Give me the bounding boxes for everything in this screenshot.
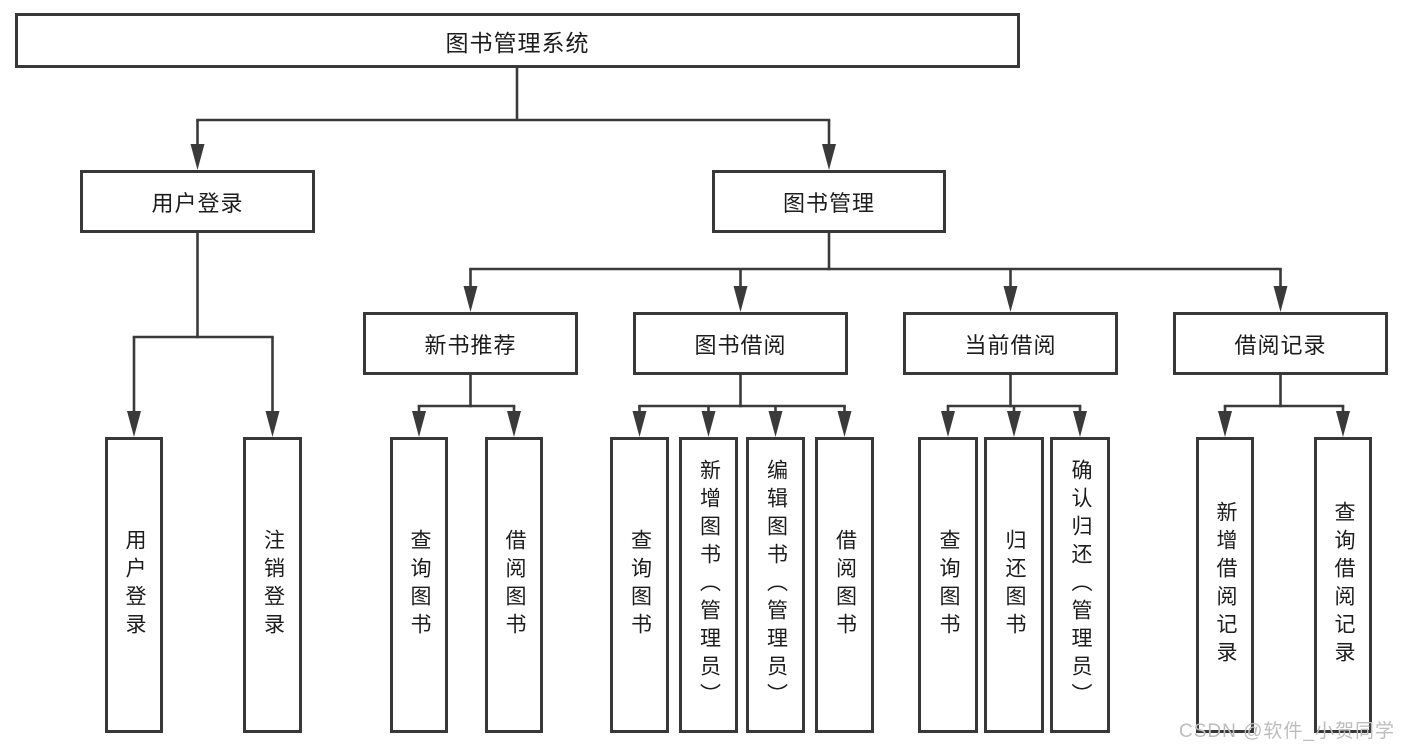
leaf-borrow-query: 查询图书: [610, 437, 669, 733]
leaf-current-confirm-label: 确认归还（管理员）: [1069, 459, 1093, 711]
node-current-borrow-label: 当前借阅: [964, 332, 1057, 358]
leaf-borrow-edit: 编辑图书（管理员）: [746, 437, 805, 733]
leaf-current-confirm: 确认归还（管理员）: [1050, 437, 1110, 733]
leaf-current-return: 归还图书: [984, 437, 1044, 733]
node-user-login: 用户登录: [80, 170, 315, 233]
leaf-newbook-query-label: 查询图书: [408, 529, 432, 641]
leaf-record-add-label: 新增借阅记录: [1214, 501, 1238, 669]
node-book-mgmt-label: 图书管理: [782, 190, 875, 216]
leaf-newbook-query: 查询图书: [390, 437, 448, 733]
leaf-logout: 注销登录: [243, 437, 302, 733]
leaf-current-query-label: 查询图书: [937, 529, 961, 641]
node-borrow-record-label: 借阅记录: [1234, 332, 1327, 358]
leaf-borrow-query-label: 查询图书: [628, 529, 652, 641]
leaf-record-query-label: 查询借阅记录: [1332, 501, 1356, 669]
node-book-borrow: 图书借阅: [633, 312, 848, 375]
node-user-login-label: 用户登录: [151, 190, 244, 216]
csdn-watermark: CSDN @软件_小贺同学: [1179, 721, 1395, 742]
leaf-current-query: 查询图书: [918, 437, 978, 733]
node-root-label: 图书管理系统: [445, 29, 590, 56]
node-borrow-record: 借阅记录: [1173, 312, 1388, 375]
leaf-logout-label: 注销登录: [261, 529, 285, 641]
leaf-borrow-add: 新增图书（管理员）: [679, 437, 738, 733]
leaf-record-query: 查询借阅记录: [1314, 437, 1372, 733]
leaf-newbook-borrow-label: 借阅图书: [503, 529, 527, 641]
leaf-borrow-edit-label: 编辑图书（管理员）: [764, 459, 788, 711]
node-root: 图书管理系统: [15, 13, 1020, 68]
leaf-current-return-label: 归还图书: [1003, 529, 1027, 641]
node-new-book: 新书推荐: [363, 312, 578, 375]
leaf-borrow-add-label: 新增图书（管理员）: [697, 459, 721, 711]
leaf-borrow-borrow: 借阅图书: [815, 437, 874, 733]
node-book-borrow-label: 图书借阅: [694, 332, 787, 358]
leaf-newbook-borrow: 借阅图书: [485, 437, 543, 733]
leaf-record-add: 新增借阅记录: [1196, 437, 1254, 733]
node-new-book-label: 新书推荐: [424, 332, 517, 358]
leaf-user-login-label: 用户登录: [123, 529, 147, 641]
node-current-borrow: 当前借阅: [903, 312, 1118, 375]
leaf-user-login: 用户登录: [105, 437, 163, 733]
leaf-borrow-borrow-label: 借阅图书: [833, 529, 857, 641]
node-book-mgmt: 图书管理: [712, 170, 946, 233]
